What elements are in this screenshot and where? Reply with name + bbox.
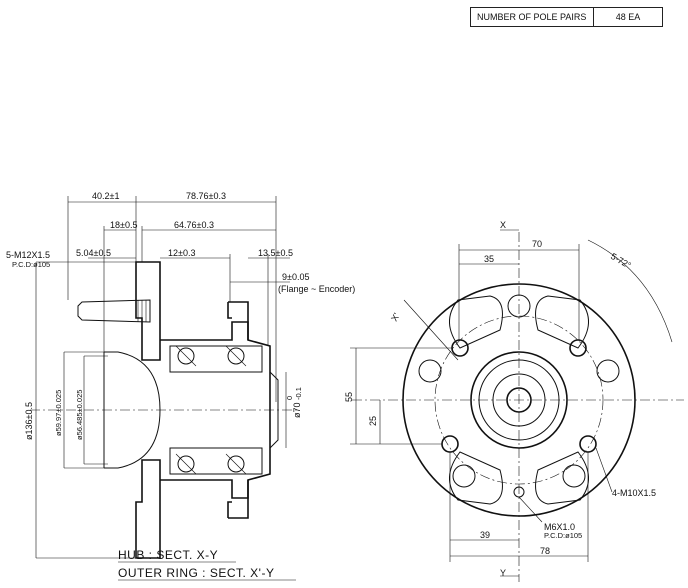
pilot-inner <box>492 373 546 427</box>
dim-35: 35 <box>484 254 494 264</box>
bearing-ball <box>177 347 195 365</box>
stud-holes <box>418 294 620 488</box>
bolt-callout: 5-M12X1.5 <box>6 250 50 260</box>
hub-shaft <box>160 321 271 499</box>
outer-ring-flange <box>227 301 249 340</box>
dim-dia-136: ø136±0.5 <box>24 402 34 440</box>
dim-64-76: 64.76±0.3 <box>174 220 214 230</box>
dim-70: 70 <box>532 239 542 249</box>
m6-pcd: P.C.D:ø105 <box>544 531 582 540</box>
dim-25: 25 <box>368 416 378 426</box>
hub-pilot <box>103 351 161 469</box>
label-x-prime: X' <box>389 311 402 323</box>
m10-callout: 4-M10X1.5 <box>612 488 656 498</box>
pole-pairs-label: NUMBER OF POLE PAIRS <box>470 7 594 27</box>
bearing-ball <box>177 455 195 473</box>
flange-encoder-note: (Flange ~ Encoder) <box>278 284 355 294</box>
front-view: X Y X' 5-72° 70 35 55 25 39 78 4-M10X1.5… <box>344 220 684 582</box>
center-bore <box>506 387 532 413</box>
outer-ring-section-note: OUTER RING : SECT. X'-Y <box>118 566 274 580</box>
bearing-upper <box>169 345 263 373</box>
dim-12: 12±0.3 <box>168 248 195 258</box>
dim-dia-59-97: ø59.97±0.025 <box>54 390 63 436</box>
label-x: X <box>500 220 506 230</box>
bearing-ball <box>227 347 245 365</box>
outer-ring-lobes <box>449 295 589 505</box>
dim-dia-70: ø70 <box>292 402 302 418</box>
hub-flange-lower <box>135 459 161 559</box>
hub-section-note: HUB : SECT. X-Y <box>118 548 218 562</box>
side-view: 40.2±1 78.76±0.3 18±0.5 64.76±0.3 5.04±0… <box>6 191 355 581</box>
hub-flange-outline <box>402 283 636 517</box>
dim-dia-70-tol-dn: -0.1 <box>294 387 303 400</box>
dim-13-5: 13.5±0.5 <box>258 248 293 258</box>
hub-flange <box>135 261 161 361</box>
bearing-ball <box>227 455 245 473</box>
pole-pairs-value: 48 EA <box>593 7 663 27</box>
dim-40-2: 40.2±1 <box>92 191 119 201</box>
side-dimensions <box>67 196 290 402</box>
pilot-outer <box>470 351 568 449</box>
dim-5-04: 5.04±0.5 <box>76 248 111 258</box>
label-y: Y <box>500 568 506 578</box>
bolt-pcd: P.C.D:ø105 <box>12 260 50 269</box>
dim-18: 18±0.5 <box>110 220 137 230</box>
front-dimensions <box>350 229 673 577</box>
dim-55: 55 <box>344 392 354 402</box>
m6-callout: M6X1.0 <box>544 522 575 532</box>
pole-pairs-table: NUMBER OF POLE PAIRS 48 EA <box>470 7 663 27</box>
outer-ring-flange-lower <box>227 480 249 519</box>
pcd-circle <box>434 315 604 485</box>
bearing-lower <box>169 447 263 475</box>
pilot-mid <box>478 359 560 441</box>
dim-9: 9±0.05 <box>282 272 309 282</box>
dim-78: 78 <box>540 546 550 556</box>
wheel-stud <box>77 299 151 323</box>
dim-dia-56-485: ø56.485±0.025 <box>75 390 84 440</box>
dim-78-76: 78.76±0.3 <box>186 191 226 201</box>
dim-39: 39 <box>480 530 490 540</box>
dim-dia-70-tol-up: 0 <box>285 396 294 400</box>
label-angle: 5-72° <box>609 251 633 271</box>
